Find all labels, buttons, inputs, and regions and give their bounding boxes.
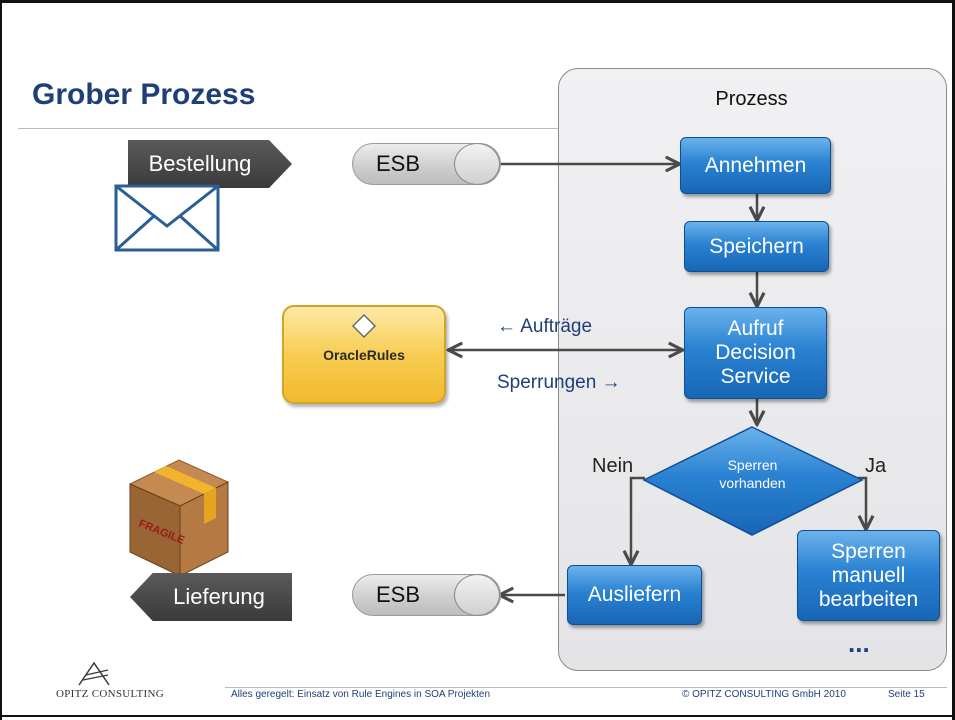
footer-subtitle: Alles geregelt: Einsatz von Rule Engines…	[231, 689, 491, 700]
process-panel-label: Prozess	[715, 88, 788, 110]
opitz-logo-icon	[78, 661, 110, 686]
delivery-flag: Lieferung	[130, 573, 292, 621]
diamond-icon	[351, 313, 377, 339]
title-divider	[18, 128, 558, 129]
oracle-rules-label: OracleRules	[323, 347, 405, 363]
package-icon: FRAGILE	[128, 459, 230, 577]
manual-line-2: manuell	[831, 563, 906, 587]
branch-no-label: Nein	[592, 455, 634, 477]
order-flag-label: Bestellung	[148, 151, 252, 176]
step-speichern: Speichern	[684, 221, 829, 272]
step-manual-edit: Sperren manuell bearbeiten	[797, 530, 940, 621]
decision-line-3: Service	[720, 365, 791, 388]
delivery-flag-label: Lieferung	[173, 584, 265, 609]
step-annehmen: Annehmen	[680, 137, 831, 194]
decision-diamond	[642, 426, 864, 536]
arrow-ja	[858, 476, 866, 528]
esb-top: ESB	[352, 143, 501, 185]
esb-bottom-cap	[454, 574, 500, 616]
frame-left	[0, 0, 2, 720]
from-rules-label: Sperrungen →	[497, 372, 621, 393]
step-ausliefern: Ausliefern	[567, 565, 702, 625]
step-annehmen-label: Annehmen	[704, 153, 807, 177]
frame-right	[952, 0, 955, 720]
decision-line-1: Aufruf	[727, 317, 784, 340]
step-ausliefern-label: Ausliefern	[587, 583, 682, 606]
step-decision-service: Aufruf Decision Service	[684, 307, 827, 399]
arrow-nein	[631, 476, 645, 563]
to-rules-label: ← Aufträge	[497, 316, 593, 337]
slide-title: Grober Prozess	[32, 78, 256, 111]
frame-bottom	[0, 715, 955, 717]
frame-top	[0, 0, 955, 3]
envelope-icon	[114, 184, 220, 252]
diamond-label: Sperren vorhanden	[690, 456, 815, 492]
footer-page-number: Seite 15	[888, 689, 925, 700]
diamond-line-1: Sperren	[727, 457, 778, 473]
esb-bottom-label: ESB	[375, 582, 421, 607]
opitz-logo-text: OPITZ CONSULTING	[56, 688, 164, 700]
diamond-line-2: vorhanden	[719, 475, 786, 491]
order-flag: Bestellung	[128, 140, 292, 188]
esb-top-label: ESB	[375, 151, 421, 176]
oracle-rules-box: OracleRules	[282, 305, 446, 404]
manual-line-1: Sperren	[831, 539, 906, 563]
branch-yes-label: Ja	[865, 455, 887, 477]
more-ellipsis: ...	[848, 628, 870, 658]
esb-bottom: ESB	[352, 574, 501, 616]
decision-line-2: Decision	[715, 341, 796, 364]
manual-line-3: bearbeiten	[818, 587, 919, 611]
esb-top-cap	[454, 143, 500, 185]
footer-copyright: © OPITZ CONSULTING GmbH 2010	[682, 689, 846, 700]
step-speichern-label: Speichern	[709, 234, 804, 258]
footer-divider	[225, 687, 947, 688]
